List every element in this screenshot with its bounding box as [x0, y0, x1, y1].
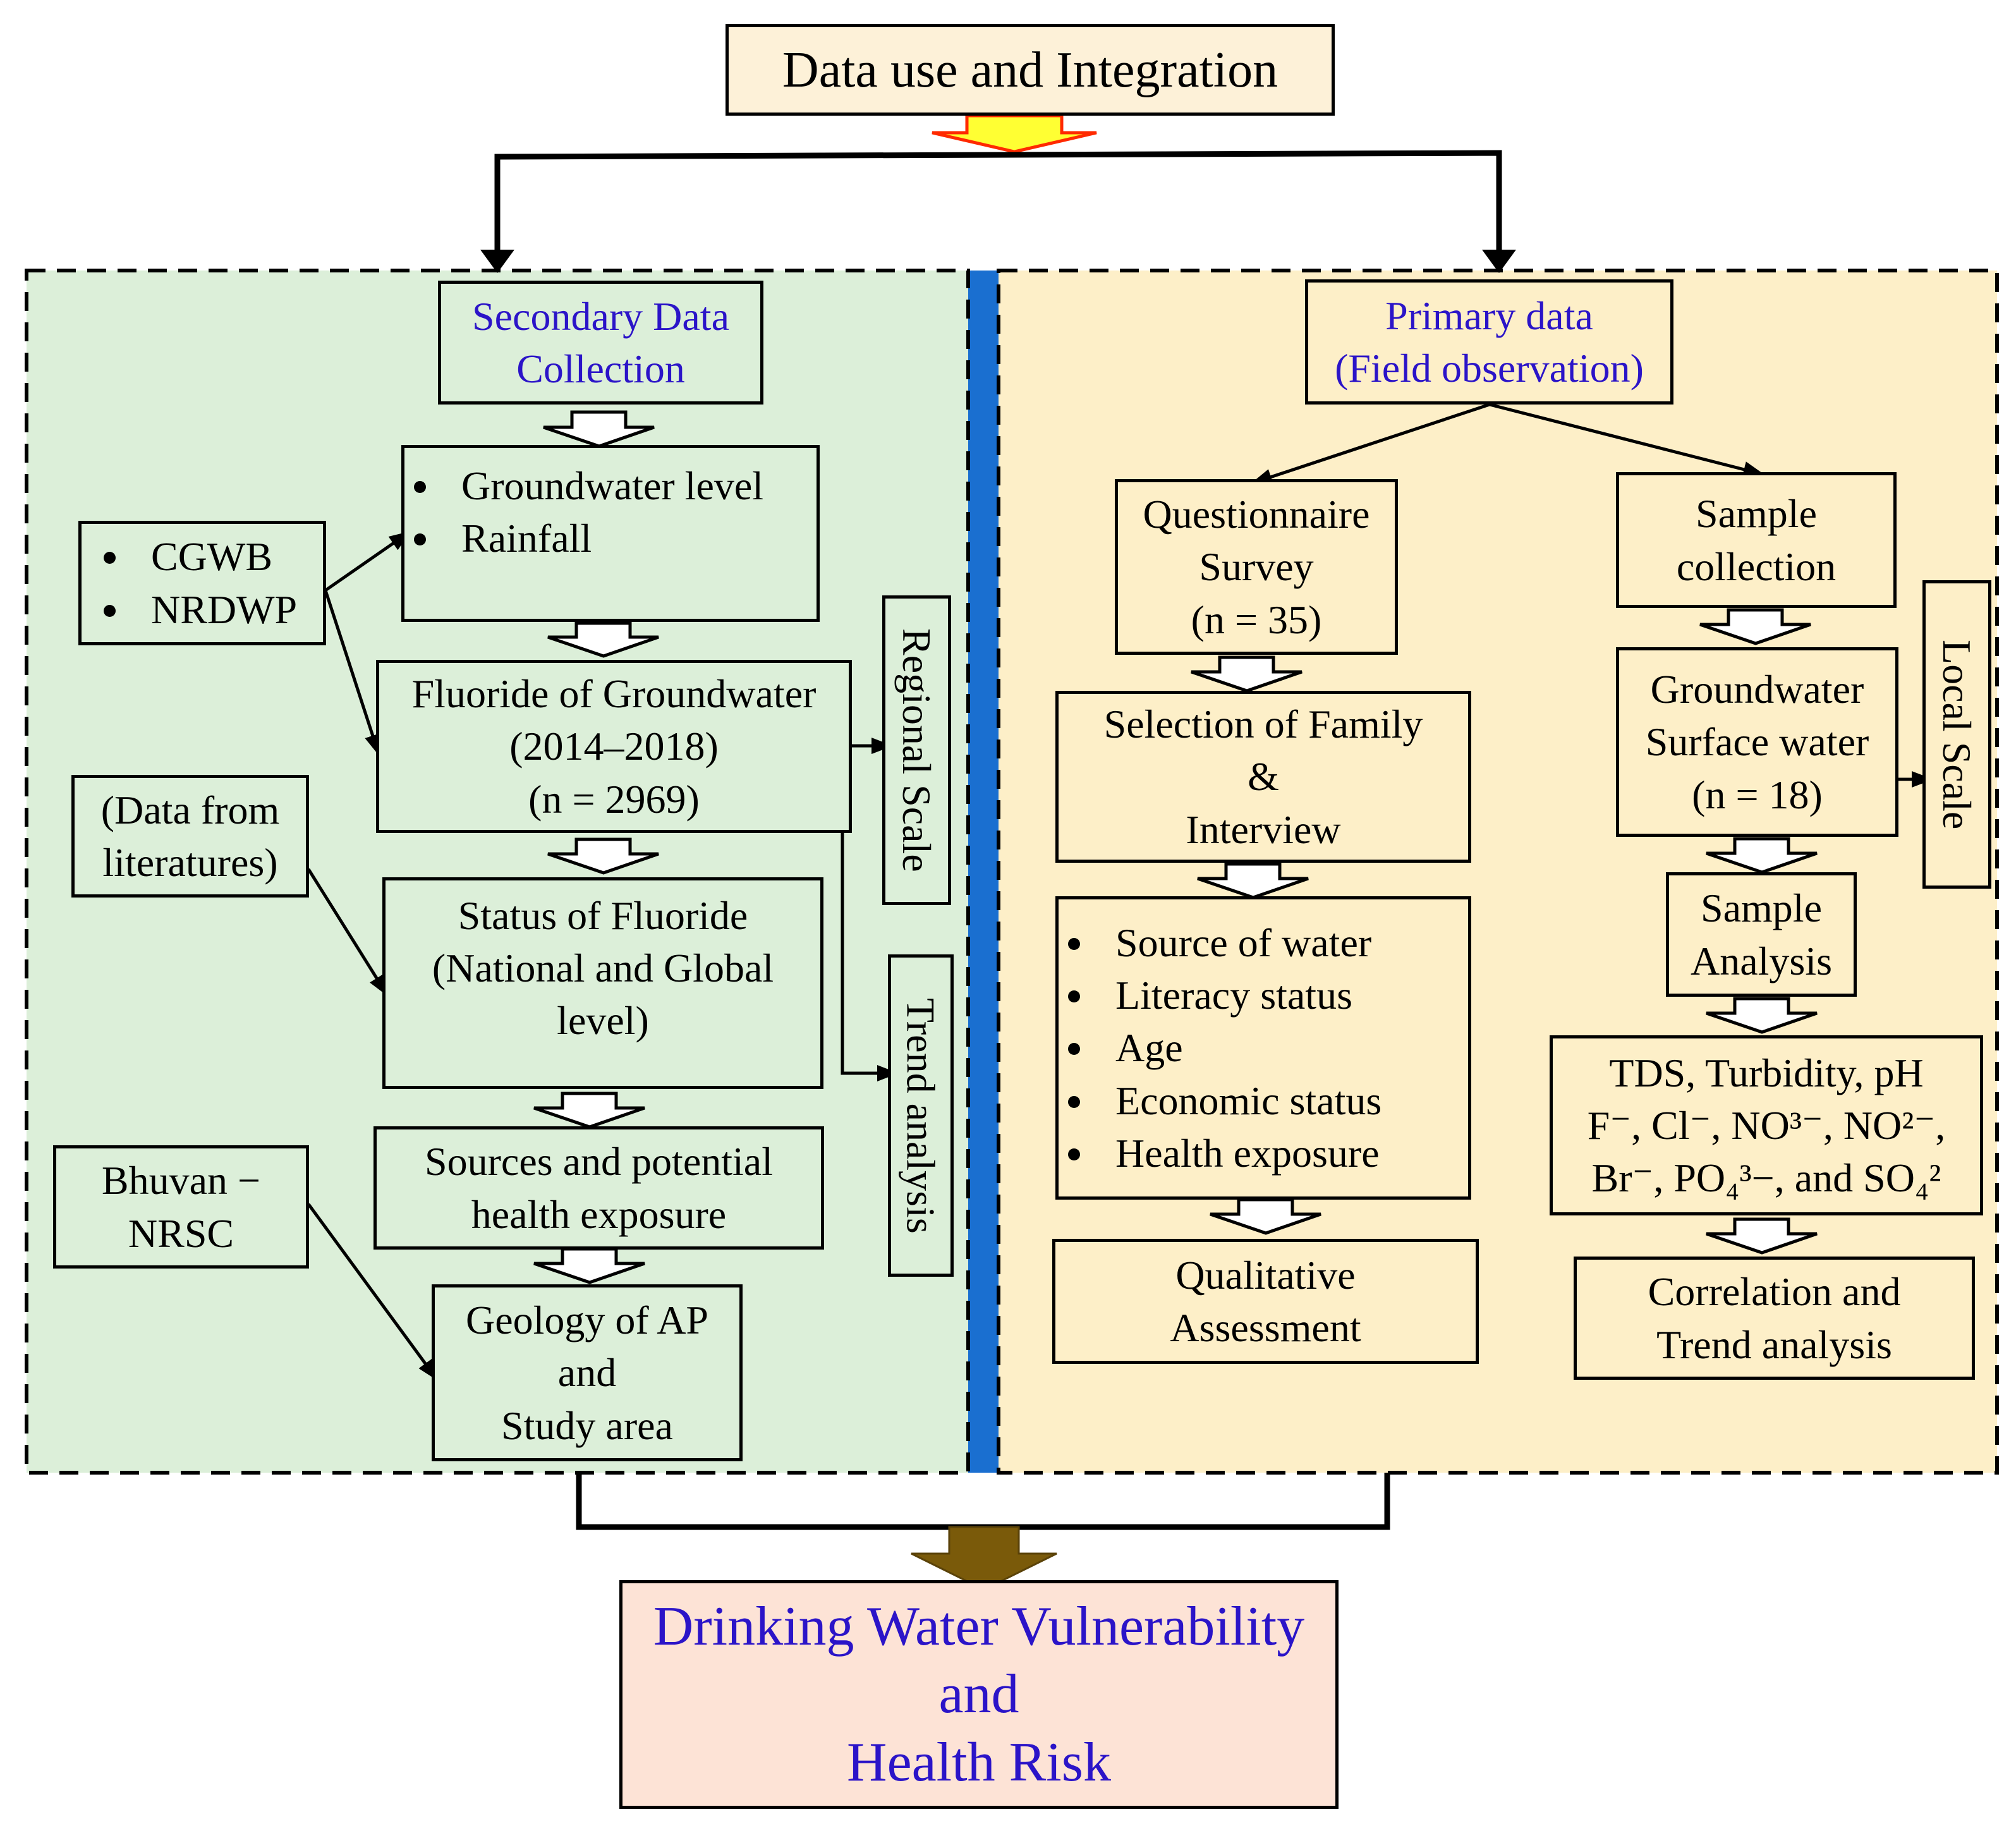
- arrow-bhuvan-to-geology: [307, 1203, 439, 1381]
- local-scale-label: Local Scale: [1934, 639, 1980, 830]
- sample-collection-line-2: collection: [1676, 544, 1837, 589]
- secondary-header: Secondary Data Collection: [438, 281, 763, 405]
- bullet-economic-status: Economic status: [1096, 1074, 1381, 1127]
- gw-sw-box: Groundwater Surface water (n = 18): [1616, 647, 1898, 837]
- result-line-3: Health Risk: [847, 1731, 1111, 1793]
- gw-sw-line-3: (n = 18): [1692, 772, 1823, 817]
- top-bracket: [494, 150, 1502, 256]
- qualitative-line-2: Assessment: [1170, 1305, 1361, 1350]
- primary-header-line-1: Primary data: [1385, 293, 1593, 338]
- geology-line-1: Geology of AP: [466, 1298, 708, 1343]
- fluoride-gw-line-1: Fluoride of Groundwater: [411, 671, 817, 717]
- geology-line-2: and: [557, 1350, 617, 1396]
- fluoride-gw-box: Fluoride of Groundwater (2014–2018) (n =…: [376, 660, 852, 833]
- arrow-primary-to-questionnaire: [1250, 403, 1490, 485]
- arrow-cgwb-to-fluoride: [324, 590, 381, 757]
- sources-box: Sources and potential health exposure: [373, 1126, 824, 1250]
- correlation-line-2: Trend analysis: [1656, 1322, 1892, 1367]
- bhuvan-line-1: Bhuvan −: [101, 1158, 261, 1203]
- params-line-2: F⁻, Cl⁻, NO³⁻, NO²⁻,: [1587, 1102, 1946, 1148]
- primary-header-line-2: (Field observation): [1335, 346, 1644, 391]
- title-text: Data use and Integration: [782, 42, 1278, 98]
- selection-line-2: &: [1248, 754, 1279, 800]
- bullet-source-of-water: Source of water: [1096, 916, 1381, 969]
- params-line-3: Br⁻, PO₄³−, and SO₄²: [1591, 1155, 1941, 1201]
- regional-scale-label: Regional Scale: [894, 628, 940, 872]
- secondary-header-line-2: Collection: [516, 346, 685, 391]
- arrow-primary-to-sample: [1489, 403, 1765, 478]
- questionnaire-line-1: Questionnaire: [1143, 492, 1370, 537]
- cgwb-box: CGWB NRDWP: [78, 521, 326, 645]
- params-box: TDS, Turbidity, pH F⁻, Cl⁻, NO³⁻, NO²⁻, …: [1550, 1035, 1983, 1215]
- primary-header: Primary data (Field observation): [1305, 279, 1673, 405]
- sample-analysis-line-1: Sample: [1701, 886, 1822, 931]
- arrow-to-secondary: [480, 250, 514, 273]
- sources-line-2: health exposure: [471, 1191, 727, 1237]
- correlation-line-1: Correlation and: [1648, 1269, 1901, 1315]
- top-arrow: [932, 114, 1097, 154]
- result-line-2: and: [938, 1664, 1019, 1726]
- sample-analysis-line-2: Analysis: [1691, 938, 1832, 983]
- literature-line-2: literatures): [102, 840, 278, 885]
- correlation-box: Correlation and Trend analysis: [1574, 1257, 1975, 1380]
- questionnaire-line-3: (n = 35): [1191, 597, 1322, 642]
- bullet-rainfall: Rainfall: [442, 512, 763, 564]
- arrow-literature-to-status: [307, 868, 389, 997]
- result-box: Drinking Water Vulnerability and Health …: [619, 1580, 1339, 1809]
- geology-line-3: Study area: [501, 1403, 673, 1448]
- sample-analysis-box: Sample Analysis: [1666, 872, 1857, 997]
- questionnaire-line-2: Survey: [1199, 544, 1314, 590]
- questionnaire-box: Questionnaire Survey (n = 35): [1115, 479, 1398, 655]
- sources-line-1: Sources and potential: [425, 1139, 773, 1184]
- bullet-health-exposure: Health exposure: [1096, 1127, 1381, 1179]
- arrow-cgwb-to-gw: [324, 531, 411, 592]
- sample-collection-line-1: Sample: [1696, 491, 1817, 537]
- qualitative-box: Qualitative Assessment: [1052, 1239, 1479, 1364]
- status-line-2: (National and Global: [432, 946, 774, 991]
- bullet-cgwb: CGWB: [132, 530, 297, 583]
- params-line-1: TDS, Turbidity, pH: [1609, 1050, 1924, 1095]
- primary-flow-arrows: [1191, 608, 1818, 1255]
- regional-scale-box: Regional Scale: [882, 595, 951, 905]
- arrow-to-primary: [1482, 250, 1516, 273]
- sample-collection-box: Sample collection: [1616, 472, 1897, 608]
- status-box: Status of Fluoride (National and Global …: [382, 877, 823, 1089]
- arrow-fluoride-to-trend: [841, 833, 899, 1081]
- fluoride-gw-line-2: (2014–2018): [509, 724, 719, 769]
- bhuvan-line-2: NRSC: [128, 1210, 234, 1256]
- secondary-flow-arrows: [533, 410, 659, 1284]
- local-scale-box: Local Scale: [1922, 580, 1991, 889]
- geology-box: Geology of AP and Study area: [432, 1284, 743, 1461]
- gw-rain-box: Groundwater level Rainfall: [401, 445, 820, 622]
- bullet-literacy-status: Literacy status: [1096, 969, 1381, 1021]
- title-box: Data use and Integration: [726, 24, 1335, 116]
- bottom-arrow: [911, 1526, 1057, 1591]
- gw-sw-line-2: Surface water: [1645, 719, 1869, 765]
- panel-divider: [968, 271, 999, 1473]
- literature-line-1: (Data from: [100, 787, 280, 832]
- attributes-box: Source of water Literacy status Age Econ…: [1055, 896, 1471, 1200]
- bullet-nrdwp: NRDWP: [132, 583, 297, 636]
- result-line-1: Drinking Water Vulnerability: [653, 1595, 1305, 1657]
- trend-analysis-box: Trend analysis: [888, 954, 954, 1277]
- bullet-groundwater-level: Groundwater level: [442, 460, 763, 512]
- selection-line-1: Selection of Family: [1103, 702, 1423, 747]
- literature-box: (Data from literatures): [71, 775, 309, 898]
- bullet-age: Age: [1096, 1021, 1381, 1074]
- bottom-bracket: [576, 1473, 1390, 1530]
- selection-box: Selection of Family & Interview: [1055, 691, 1471, 863]
- trend-analysis-label: Trend analysis: [898, 997, 944, 1234]
- selection-line-3: Interview: [1186, 806, 1341, 852]
- status-line-3: level): [557, 998, 649, 1044]
- gw-sw-line-1: Groundwater: [1650, 667, 1864, 712]
- qualitative-line-1: Qualitative: [1175, 1252, 1356, 1298]
- bhuvan-box: Bhuvan − NRSC: [53, 1145, 309, 1269]
- secondary-header-line-1: Secondary Data: [472, 293, 729, 339]
- status-line-1: Status of Fluoride: [458, 893, 748, 938]
- fluoride-gw-line-3: (n = 2969): [528, 776, 700, 822]
